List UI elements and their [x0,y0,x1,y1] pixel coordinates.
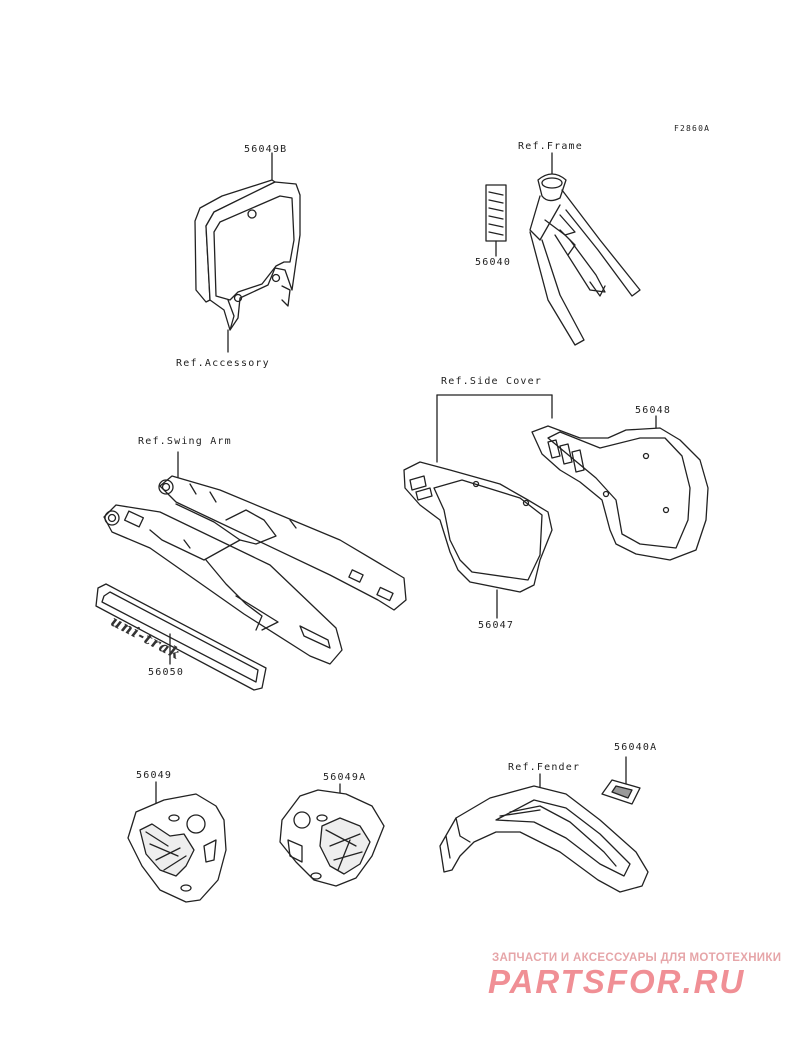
swing-arm [103,451,407,665]
part-number-56049a: 56049A [323,772,367,783]
frame-56040 [485,152,641,346]
ref-fender-label: Ref.Fender [508,762,581,773]
part-number-56040: 56040 [475,257,512,268]
ref-side-cover-label: Ref.Side Cover [441,376,543,387]
ref-accessory-label: Ref.Accessory [176,358,270,369]
part-number-56049: 56049 [136,770,173,781]
watermark-logo: PARTSFOR.RU [488,963,746,1000]
part-number-56047: 56047 [478,620,515,631]
decal-56049a [279,783,385,887]
part-number-56049b: 56049B [244,144,288,155]
decal-56049 [127,781,227,903]
number-plate-56049b [194,152,301,353]
part-number-56040a: 56040A [614,742,658,753]
decal-56050 [95,583,267,691]
part-number-56050: 56050 [148,667,185,678]
ref-frame-label: Ref.Frame [518,141,583,152]
watermark-tagline: ЗАПЧАСТИ И АКСЕССУАРЫ ДЛЯ МОТОТЕХНИКИ [492,952,782,964]
part-number-56048: 56048 [635,405,672,416]
side-covers [403,394,709,619]
fender-56040a [439,756,649,893]
figure-code: F2860A [674,124,711,133]
ref-swing-arm-label: Ref.Swing Arm [138,436,232,447]
